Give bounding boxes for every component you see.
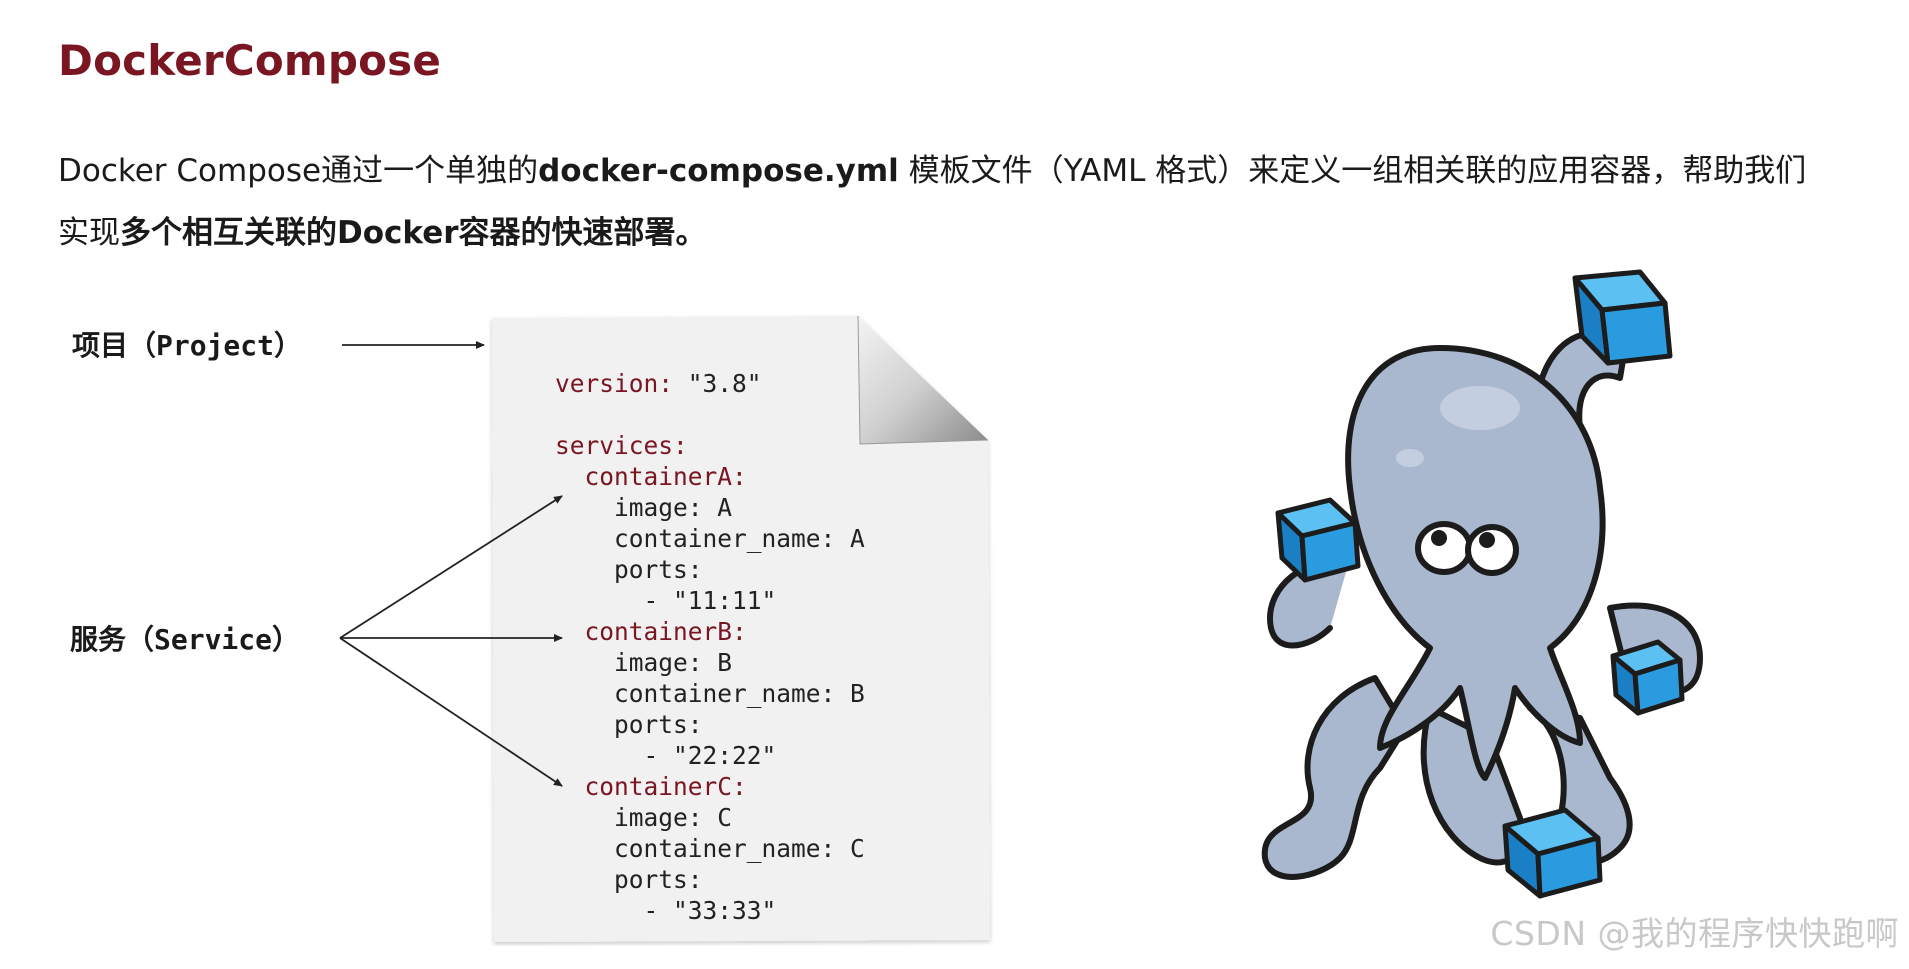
service-label: 服务（Service） — [70, 623, 301, 656]
intro-filename: docker-compose.yml — [538, 153, 899, 189]
intro-text-part2: 模板文件（YAML 格式）来定义一组相关联的应用容器，帮助我们实现 — [58, 153, 1807, 251]
container-box-left — [1275, 497, 1361, 583]
code-line: containerA: — [584, 462, 747, 491]
code-line: - "11:11" — [643, 586, 777, 615]
code-line: - "22:22" — [643, 741, 777, 770]
container-box-bottom — [1502, 807, 1603, 899]
compose-yaml-code: version: "3.8" services: containerA: imag… — [555, 368, 865, 926]
code-line: ports: — [614, 555, 703, 584]
code-line: containerC: — [584, 772, 747, 801]
intro-paragraph: Docker Compose通过一个单独的docker-compose.yml … — [58, 140, 1818, 264]
code-line: containerB: — [584, 617, 747, 646]
code-line — [555, 399, 865, 430]
intro-text-part1: Docker Compose通过一个单独的 — [58, 153, 539, 189]
csdn-watermark: CSDN @我的程序快快跑啊 — [1490, 914, 1899, 953]
page-title: DockerCompose — [58, 36, 442, 85]
code-line: image: C — [614, 803, 733, 832]
project-label: 项目（Project） — [72, 329, 303, 362]
code-line: version: "3.8" — [555, 369, 762, 398]
code-line: ports: — [614, 865, 703, 894]
code-line: container_name: C — [614, 834, 865, 863]
compose-file-sheet — [492, 315, 990, 942]
code-line: image: B — [614, 648, 733, 677]
container-box-top — [1572, 269, 1673, 366]
code-line: ports: — [614, 710, 703, 739]
code-line: services: — [555, 431, 688, 460]
docker-compose-octopus-logo — [1261, 269, 1703, 899]
code-line: container_name: A — [614, 524, 865, 553]
intro-highlight: 多个相互关联的Docker容器的快速部署。 — [120, 215, 707, 251]
code-line: container_name: B — [614, 679, 865, 708]
code-line: - "33:33" — [643, 896, 777, 925]
container-box-right — [1610, 639, 1685, 716]
code-line: image: A — [614, 493, 733, 522]
